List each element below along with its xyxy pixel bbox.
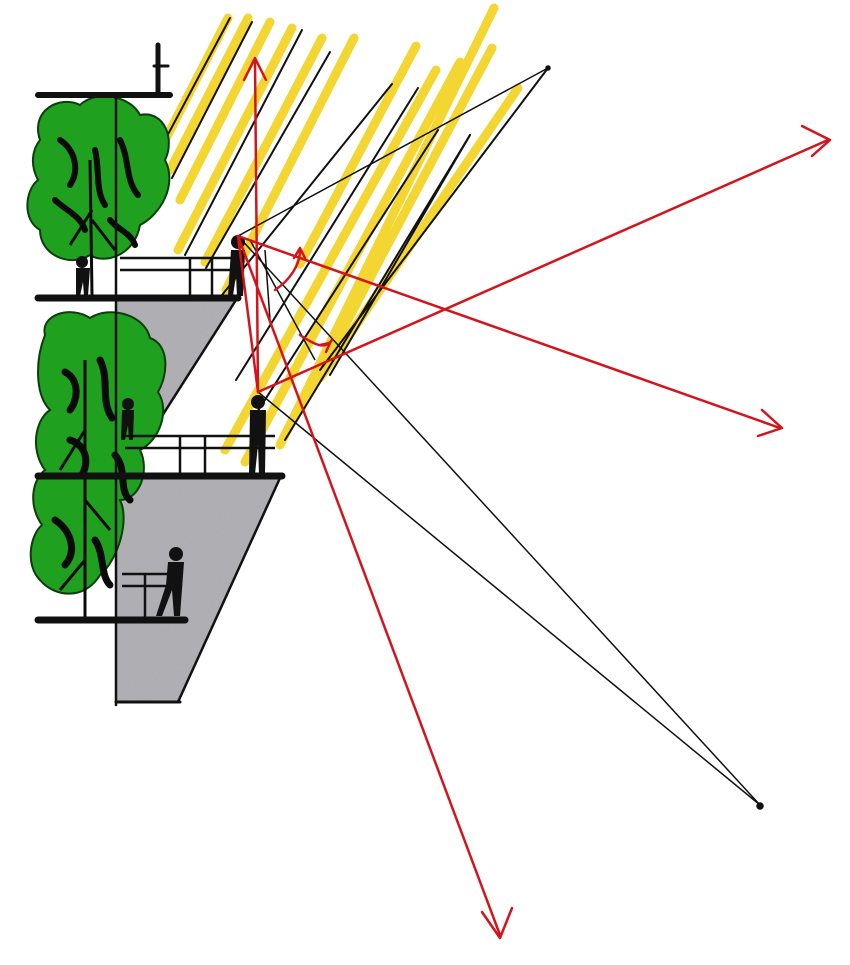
red-view-rays — [236, 56, 832, 940]
lower-soffit-grain — [116, 478, 280, 702]
ray-middle-right-arrowhead — [756, 408, 784, 438]
person-upper-seated — [76, 256, 90, 296]
sun-rays — [155, 3, 523, 467]
ray-down-arrowhead — [480, 906, 514, 940]
ray-upper-right-arrowhead — [800, 124, 832, 158]
person-middle-balcony — [249, 395, 266, 474]
tree-upper — [26, 95, 171, 296]
ray-down — [236, 234, 502, 937]
ray-up-arrowhead — [242, 56, 268, 82]
thin-view-lines — [237, 65, 764, 810]
ray-upper-right — [256, 138, 830, 394]
person-middle-seated — [121, 398, 134, 440]
ray-middle-right — [236, 234, 782, 430]
angle-arc-upper — [273, 248, 302, 292]
ray-up — [253, 58, 260, 394]
building-section — [34, 42, 286, 707]
person-lower-balcony — [156, 547, 184, 616]
